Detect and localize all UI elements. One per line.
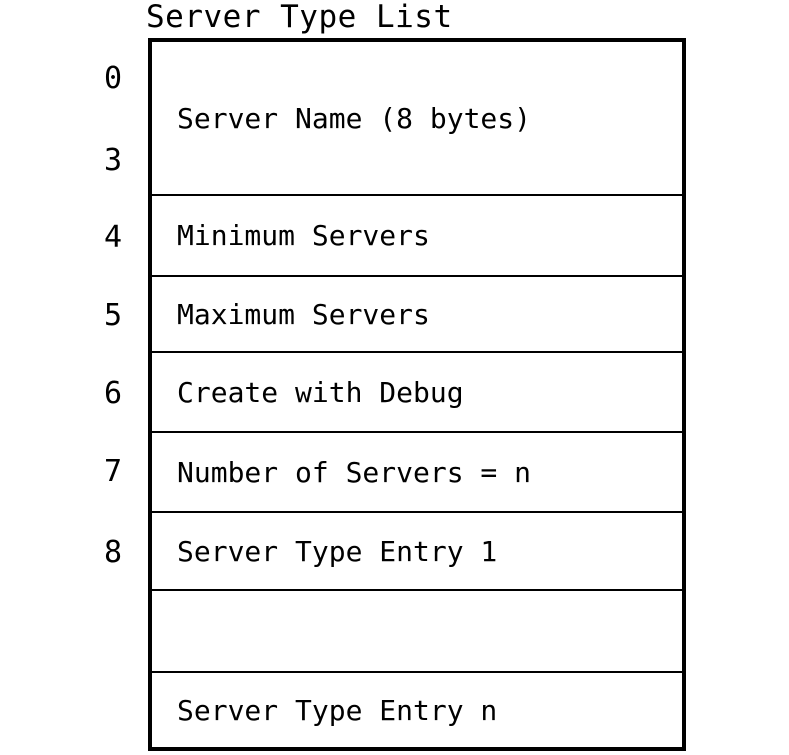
offset-label-8: 8 [103, 535, 122, 570]
row-server-type-entry-n: Server Type Entry n [152, 673, 682, 747]
offset-label-4: 4 [103, 220, 122, 255]
row-label: Server Name (8 bytes) [177, 101, 532, 135]
row-minimum-servers: Minimum Servers [152, 196, 682, 277]
row-label: Minimum Servers [177, 219, 430, 252]
row-label: Server Type Entry n [177, 693, 498, 727]
row-label: Create with Debug [177, 375, 464, 409]
row-empty [152, 591, 682, 673]
row-create-with-debug: Create with Debug [152, 353, 682, 433]
row-label: Maximum Servers [177, 297, 430, 331]
row-maximum-servers: Maximum Servers [152, 277, 682, 353]
row-server-type-entry-1: Server Type Entry 1 [152, 513, 682, 591]
row-number-of-servers: Number of Servers = n [152, 433, 682, 513]
row-label: Number of Servers = n [177, 455, 532, 489]
offset-label-3: 3 [103, 143, 122, 178]
structure-box: Server Name (8 bytes) Minimum Servers Ma… [148, 38, 686, 751]
offset-label-7: 7 [103, 454, 122, 489]
offset-label-6: 6 [103, 376, 122, 411]
row-server-name: Server Name (8 bytes) [152, 42, 682, 196]
offset-label-0: 0 [103, 61, 122, 96]
diagram-title: Server Type List [146, 0, 453, 35]
offset-label-5: 5 [103, 298, 122, 333]
row-label: Server Type Entry 1 [177, 534, 498, 568]
